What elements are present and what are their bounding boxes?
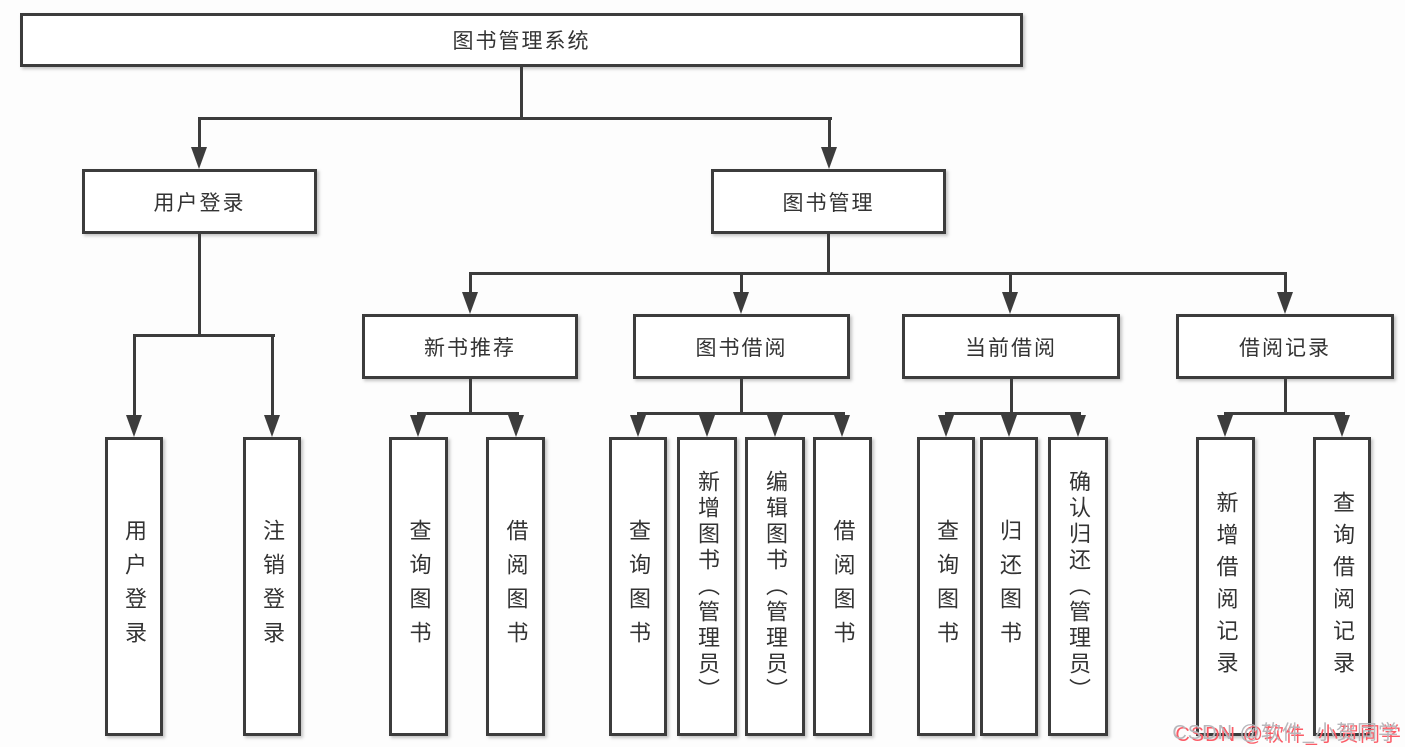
- arrow-down-icon: [938, 415, 954, 437]
- connector-line: [1223, 412, 1345, 415]
- node-label: 归还图书: [997, 518, 1022, 655]
- node-book-borrowing: 图书借阅: [633, 314, 850, 379]
- arrow-down-icon: [462, 292, 478, 314]
- node-label: 查询图书: [406, 518, 432, 655]
- node-label: 确认归还（管理员）: [1066, 469, 1091, 704]
- arrow-down-icon: [126, 415, 142, 437]
- connector-line: [1283, 273, 1287, 293]
- arrow-down-icon: [264, 415, 280, 437]
- arrow-down-icon: [1217, 415, 1233, 437]
- node-label: 新书推荐: [424, 336, 516, 360]
- arrow-down-icon: [821, 147, 837, 169]
- leaf-confirm-return-admin: 确认归还（管理员）: [1048, 437, 1108, 736]
- arrow-down-icon: [767, 415, 783, 437]
- node-label: 用户登录: [153, 191, 246, 215]
- leaf-query-books-current: 查询图书: [917, 437, 975, 736]
- connector-line: [636, 412, 845, 415]
- node-label: 查询图书: [626, 518, 651, 655]
- connector-line: [944, 412, 1081, 415]
- connector-line: [827, 119, 831, 147]
- connector-line: [132, 334, 275, 337]
- node-label: 编辑图书（管理员）: [763, 469, 788, 704]
- node-label: 用户登录: [122, 518, 147, 655]
- connector-line: [197, 234, 201, 336]
- connector-line: [132, 336, 136, 415]
- arrow-down-icon: [1070, 415, 1086, 437]
- connector-line: [197, 117, 832, 120]
- node-label: 借阅记录: [1239, 336, 1331, 360]
- leaf-user-login: 用户登录: [105, 437, 163, 736]
- arrow-down-icon: [1334, 415, 1350, 437]
- node-borrowing-records: 借阅记录: [1176, 314, 1394, 379]
- node-label: 借阅图书: [503, 518, 529, 655]
- connector-line: [739, 273, 743, 293]
- connector-line: [827, 234, 830, 274]
- node-user-login: 用户登录: [82, 169, 317, 234]
- node-label: 注销登录: [260, 518, 285, 655]
- arrow-down-icon: [1277, 292, 1293, 314]
- connector-line: [270, 336, 274, 415]
- csdn-watermark: CSDN @软件_小贺同学: [1172, 722, 1399, 744]
- node-book-management: 图书管理: [711, 169, 946, 234]
- node-label: 图书借阅: [695, 336, 788, 360]
- leaf-add-books-admin: 新增图书（管理员）: [677, 437, 737, 736]
- leaf-logout: 注销登录: [243, 437, 301, 736]
- leaf-query-books-borrowing: 查询图书: [609, 437, 667, 736]
- node-new-book-recommend: 新书推荐: [362, 314, 578, 379]
- arrow-down-icon: [1001, 415, 1017, 437]
- node-label: 当前借阅: [965, 336, 1057, 360]
- node-label: 查询借阅记录: [1330, 490, 1355, 683]
- connector-line: [1009, 379, 1013, 414]
- connector-line: [1008, 273, 1012, 293]
- connector-line: [416, 412, 519, 415]
- node-label: 图书管理系统: [452, 30, 591, 53]
- leaf-borrow-books-recommend: 借阅图书: [486, 437, 545, 736]
- leaf-add-borrow-record: 新增借阅记录: [1196, 437, 1255, 736]
- connector-line: [519, 67, 523, 119]
- connector-line: [468, 271, 1287, 275]
- leaf-edit-books-admin: 编辑图书（管理员）: [745, 437, 805, 736]
- node-current-borrowing: 当前借阅: [902, 314, 1120, 379]
- arrow-down-icon: [699, 415, 715, 437]
- connector-line: [468, 379, 472, 414]
- node-label: 新增图书（管理员）: [695, 469, 720, 704]
- connector-line: [468, 273, 472, 293]
- node-label: 新增借阅记录: [1213, 490, 1239, 683]
- leaf-return-books: 归还图书: [980, 437, 1038, 736]
- arrow-down-icon: [630, 415, 646, 437]
- node-label: 借阅图书: [830, 518, 856, 655]
- arrow-down-icon: [508, 415, 524, 437]
- arrow-down-icon: [834, 415, 850, 437]
- leaf-query-books-recommend: 查询图书: [389, 437, 448, 736]
- node-root-library-system: 图书管理系统: [20, 13, 1023, 67]
- node-label: 图书管理: [782, 191, 875, 215]
- leaf-borrow-books: 借阅图书: [813, 437, 872, 736]
- leaf-query-borrow-record: 查询借阅记录: [1313, 437, 1371, 736]
- connector-line: [197, 119, 201, 147]
- node-label: 查询图书: [934, 518, 959, 655]
- arrow-down-icon: [1002, 292, 1018, 314]
- arrow-down-icon: [733, 292, 749, 314]
- arrow-down-icon: [191, 147, 207, 169]
- connector-line: [1283, 379, 1287, 414]
- connector-line: [740, 379, 743, 414]
- arrow-down-icon: [410, 415, 426, 437]
